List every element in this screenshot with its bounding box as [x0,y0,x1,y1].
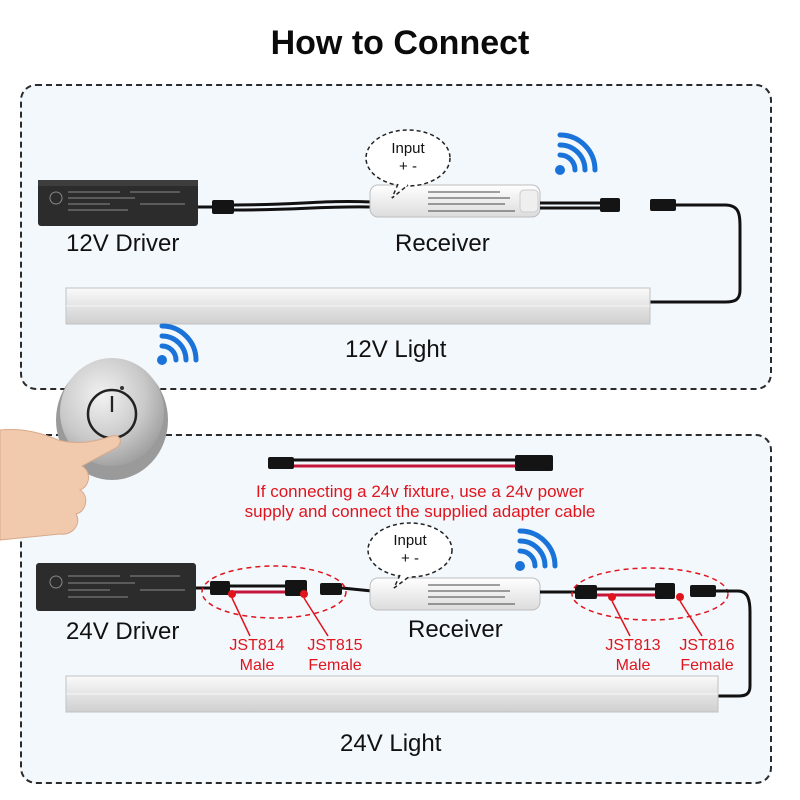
connector-name: JST816 [679,637,735,654]
driver-12v-image [38,180,198,226]
adapter-cable-image [268,455,553,471]
connector-plug [650,199,676,211]
receiver-24v-image [369,577,541,611]
connector-label-jst814: JST814 Male [222,636,292,676]
connector-label-jst816: JST816 Female [672,636,742,676]
connector-label-jst813: JST813 Male [598,636,668,676]
connector-name: JST815 [307,637,363,654]
receiver-12v-image [369,184,541,218]
connector-type: Female [680,657,734,674]
wireless-signal-icon [555,132,598,175]
connector-pointer-lines [231,597,703,637]
connector-name: JST813 [605,637,661,654]
driver-12v-label: 12V Driver [66,230,180,257]
wireless-signal-icon [515,528,558,571]
input-bubble-label: Input [391,140,425,157]
connector-plug [212,200,234,214]
adapter-note-line1: If connecting a 24v fixture, use a 24v p… [256,482,584,501]
hand-image [0,429,121,541]
driver-24v-image [36,563,196,611]
input-bubble-polarity: + - [401,550,419,567]
wireless-signal-icon [157,323,199,365]
adapter-note-line2: supply and connect the supplied adapter … [244,502,596,521]
light-bar-12v [65,287,651,325]
light-12v-label: 12V Light [345,336,447,363]
light-bar-24v [65,675,719,713]
connector-plug [600,198,620,212]
connector-highlight-right [571,567,729,621]
page-title: How to Connect [270,24,530,62]
input-bubble-label: Input [393,532,427,549]
connector-type: Male [239,657,275,674]
input-bubble [365,129,451,199]
driver-24v-label: 24V Driver [66,618,180,645]
connector-type: Female [308,657,362,674]
input-bubble [367,522,453,589]
connector-label-jst815: JST815 Female [300,636,370,676]
receiver-12v-label: Receiver [395,230,490,257]
input-bubble-polarity: + - [399,158,417,175]
receiver-24v-label: Receiver [408,616,503,643]
connector-name: JST814 [229,637,285,654]
connector-highlight-left [201,565,347,619]
light-24v-label: 24V Light [340,730,442,757]
connector-type: Male [615,657,651,674]
